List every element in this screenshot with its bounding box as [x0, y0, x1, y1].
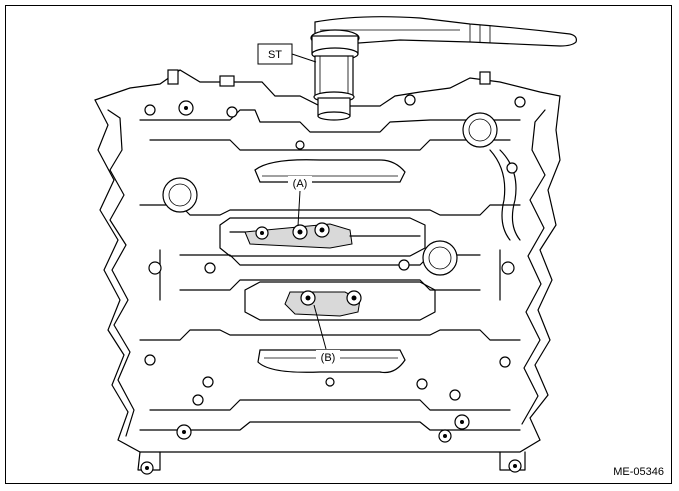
callout-a-text: (A): [293, 178, 308, 190]
callout-b: (B): [313, 304, 340, 364]
bores: [144, 94, 526, 406]
callout-a: (A): [288, 176, 312, 227]
perimeter-bolts: [140, 69, 522, 475]
ratchet-wrench-icon: [310, 16, 577, 121]
tool-label-text: ST: [268, 49, 282, 61]
figure-code: ME-05346: [613, 466, 664, 478]
tool-label: ST: [257, 43, 317, 65]
rod-bolts: [255, 222, 362, 306]
callout-b-text: (B): [321, 352, 336, 364]
engine-block: [94, 69, 561, 471]
